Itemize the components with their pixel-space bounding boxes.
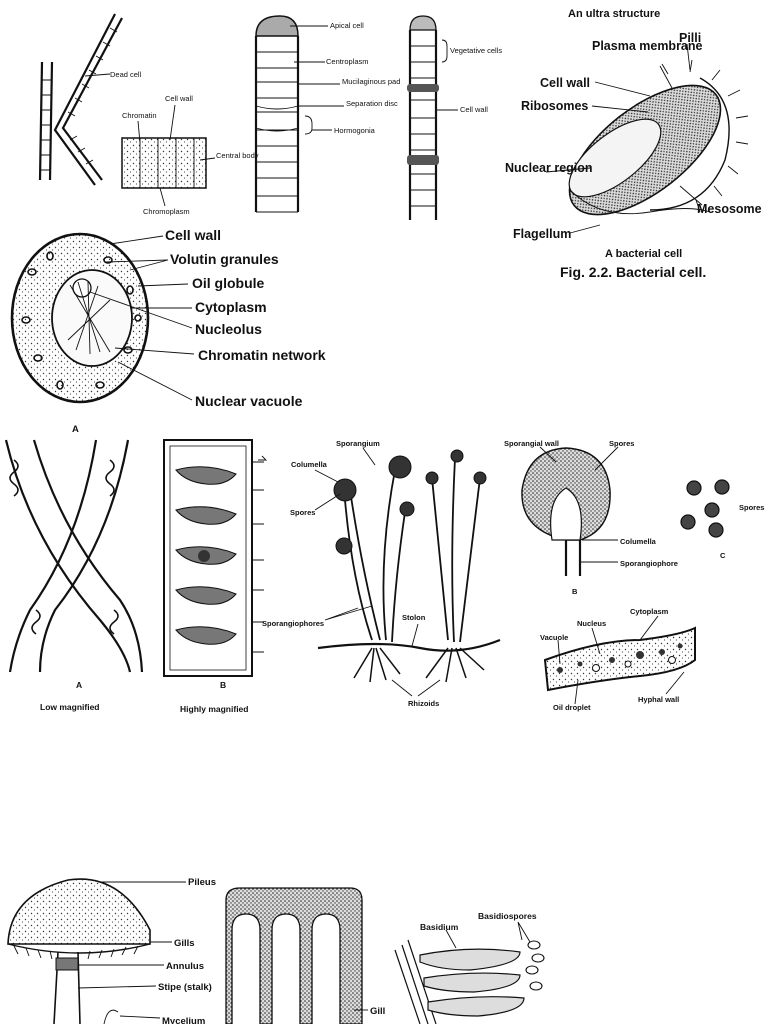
sporangiophore-stalks — [344, 457, 481, 643]
label-mesosome: Mesosome — [697, 202, 762, 216]
label-cytoplasm-cell: Cytoplasm — [195, 299, 267, 315]
crossed-filaments — [38, 13, 123, 186]
label-volutin-granules: Volutin granules — [170, 251, 279, 267]
label-flagellum: Flagellum — [513, 227, 571, 241]
caption-highly-magnified: Highly magnified — [180, 704, 248, 714]
letter-spiro-b: B — [220, 680, 226, 690]
label-spores-c: Spores — [739, 503, 764, 512]
label-stipe: Stipe (stalk) — [158, 982, 212, 993]
label-central-body: Central body — [216, 151, 259, 160]
label-nucleolus: Nucleolus — [195, 321, 262, 337]
label-basidiospores: Basidiospores — [478, 911, 537, 921]
label-nuclear-vacuole: Nuclear vacuole — [195, 393, 303, 409]
pileus-cap — [7, 878, 151, 945]
label-hormogonia: Hormogonia — [334, 126, 376, 135]
spirogyra-figure: A Low magnified B Highly magnified — [4, 439, 268, 714]
spirogyra-cell-magnified — [163, 439, 268, 677]
bacterial-caption: A bacterial cell — [605, 248, 682, 260]
hypha-figure: Cytoplasm Nucleus Vacuole Oil droplet Hy… — [540, 607, 696, 712]
label-sporangiophores: Sporangiophores — [262, 619, 324, 628]
filament-right — [407, 15, 439, 220]
label-sporangium: Sporangium — [336, 439, 380, 448]
label-sporangial-wall: Sporangial wall — [504, 439, 559, 448]
label-vacuole: Vacuole — [540, 633, 568, 642]
label-columella-rhiz: Columella — [291, 460, 328, 469]
cell-section — [121, 137, 207, 189]
label-oil-droplet: Oil droplet — [553, 703, 591, 712]
label-sporangiophore: Sporangiophore — [620, 559, 678, 568]
label-centroplasm: Centroplasm — [326, 57, 369, 66]
label-hyphal-wall: Hyphal wall — [638, 695, 679, 704]
label-vegetative-cells: Vegetative cells — [450, 46, 502, 55]
label-pileus: Pileus — [188, 877, 216, 888]
label-nucleus: Nucleus — [577, 619, 606, 628]
crossed-spirogyra — [4, 439, 144, 673]
spore-cluster — [680, 479, 730, 538]
label-pilli: Pilli — [679, 31, 701, 45]
label-cell-wall-right: Cell wall — [460, 105, 488, 114]
letter-cell-a: A — [72, 424, 79, 435]
hypha-body — [543, 626, 696, 692]
cell-figure: Cell wall Volutin granules Oil globule C… — [10, 227, 326, 435]
label-annulus: Annulus — [166, 961, 204, 972]
label-dead-cell: Dead cell — [110, 70, 142, 79]
letter-spor-b: B — [572, 587, 578, 596]
basidia-section — [394, 939, 545, 1024]
label-oil-globule: Oil globule — [192, 275, 265, 291]
oscillatoria-filament — [254, 15, 300, 213]
bacterial-cell-body — [568, 59, 749, 216]
label-stolon: Stolon — [402, 613, 426, 622]
label-cell-wall-cell: Cell wall — [165, 227, 221, 243]
label-basidium: Basidium — [420, 922, 459, 932]
bacterial-heading: An ultra structure — [568, 8, 660, 20]
label-nuclear-region: Nuclear region — [505, 161, 593, 175]
fig-caption: Fig. 2.2. Bacterial cell. — [560, 264, 706, 280]
label-rhizoids: Rhizoids — [408, 699, 439, 708]
label-cell-wall-small: Cell wall — [165, 94, 193, 103]
label-gills: Gills — [174, 938, 195, 949]
label-chromatin: Chromatin — [122, 111, 157, 120]
label-ribosomes: Ribosomes — [521, 99, 588, 113]
gill-section — [225, 887, 363, 1024]
label-plasma-membrane: Plasma membrane — [592, 39, 703, 53]
letter-spor-c: C — [720, 551, 726, 560]
sporangium-detail-figure: Sporangial wall Spores Columella Sporang… — [504, 439, 764, 596]
rhizopus-figure: Sporangium Columella Spores Sporangiopho… — [262, 439, 501, 708]
label-chromoplasm: Chromoplasm — [143, 207, 190, 216]
nucleus-cell — [51, 269, 133, 367]
label-apical-cell: Apical cell — [330, 21, 364, 30]
label-cell-wall-bact: Cell wall — [540, 76, 590, 90]
label-separation-disc: Separation disc — [346, 99, 398, 108]
nostoc-filament-figure: Dead cell Cell wall Chromatin Central bo… — [38, 13, 502, 220]
label-mucilaginous-pad: Mucilaginous pad — [342, 77, 400, 86]
label-cytoplasm-hypha: Cytoplasm — [630, 607, 669, 616]
label-chromatin-network: Chromatin network — [198, 347, 326, 363]
sporangia — [333, 449, 487, 555]
label-spores-rhiz: Spores — [290, 508, 315, 517]
mushroom-figure: Pileus Gills Annulus Stipe (stalk) Mycel… — [7, 877, 545, 1024]
letter-spiro-a: A — [76, 680, 82, 690]
label-spores-spor: Spores — [609, 439, 634, 448]
bacterial-cell-figure: An ultra structure Pilli Plasma membrane… — [505, 8, 762, 280]
label-gill: Gill — [370, 1006, 385, 1017]
label-columella-spor: Columella — [620, 537, 657, 546]
caption-low-magnified: Low magnified — [40, 702, 100, 712]
label-mycelium: Mycelium — [162, 1016, 205, 1024]
